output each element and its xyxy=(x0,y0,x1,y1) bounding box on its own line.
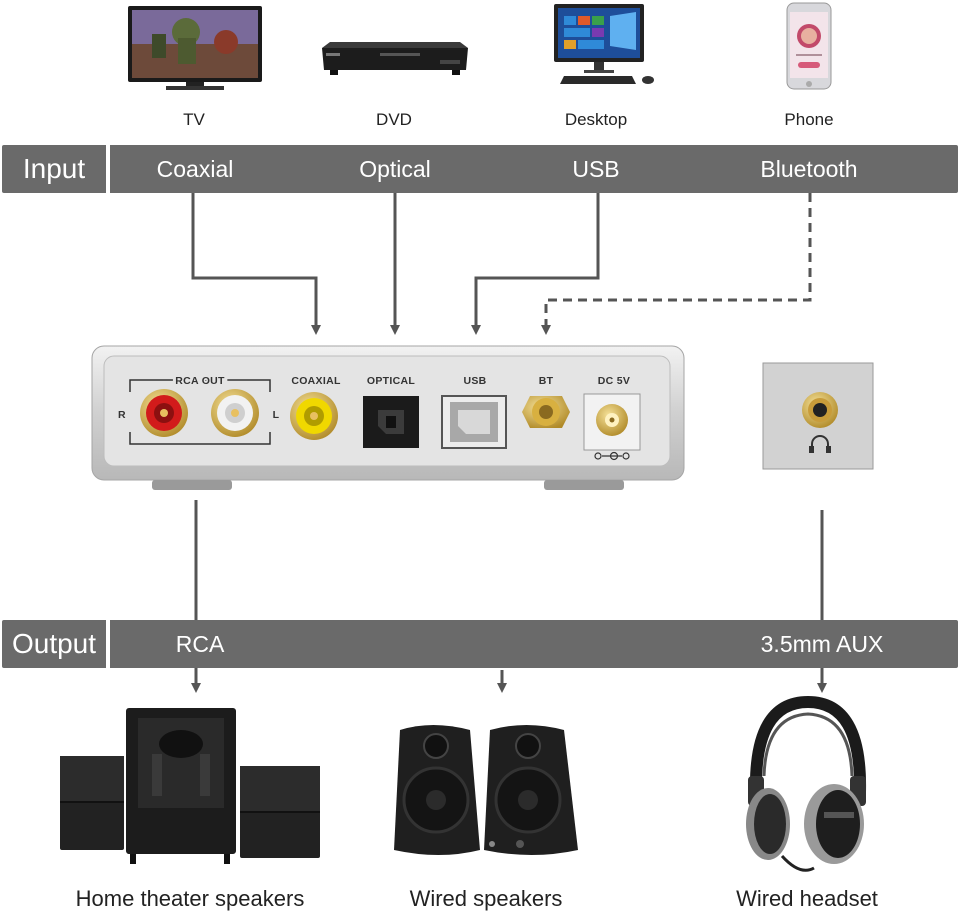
optical-port-label: OPTICAL xyxy=(367,375,415,387)
input-bar-title: Input xyxy=(22,153,86,184)
dc-power-jack xyxy=(583,393,641,461)
input-item-optical: Optical xyxy=(359,155,431,182)
input-item-usb: USB xyxy=(572,155,620,182)
desktop-computer-icon xyxy=(554,4,654,84)
destination-label-wired-speakers: Wired speakers xyxy=(409,886,563,911)
source-label-tv: TV xyxy=(183,110,205,129)
dvd-player-icon xyxy=(322,42,468,75)
output-bar: Output RCA 3.5mm AUX xyxy=(2,620,958,668)
rca-left-jack xyxy=(211,389,259,437)
source-label-phone: Phone xyxy=(784,110,834,129)
headphone-jack-icon xyxy=(809,435,831,453)
source-label-desktop: Desktop xyxy=(564,110,628,129)
headphones-icon xyxy=(746,696,867,872)
usb-b-jack xyxy=(441,395,507,449)
home-theater-speakers-icon xyxy=(60,708,320,864)
source-label-dvd: DVD xyxy=(376,110,412,129)
rca-left-label: L xyxy=(273,409,280,421)
output-bar-divider xyxy=(106,620,110,668)
wired-speakers-icon xyxy=(394,725,578,855)
coaxial-jack xyxy=(290,392,338,440)
usb-connector-line xyxy=(471,193,600,335)
rca-right-jack xyxy=(140,389,188,437)
input-bar: Input Coaxial Optical USB Bluetooth xyxy=(2,145,958,193)
dc-port-label: DC 5V xyxy=(598,375,630,387)
output-bar-title: Output xyxy=(11,628,97,659)
input-item-coaxial: Coaxial xyxy=(156,155,234,182)
bt-antenna-jack xyxy=(522,396,570,428)
output-item-rca: RCA xyxy=(175,630,225,657)
input-item-bluetooth: Bluetooth xyxy=(760,155,858,182)
tv-icon xyxy=(128,6,262,90)
coaxial-connector-line xyxy=(191,193,321,335)
bluetooth-connector-line xyxy=(541,193,812,335)
optical-jack xyxy=(363,396,419,448)
smartphone-icon xyxy=(786,2,832,90)
bt-port-label: BT xyxy=(539,375,554,387)
destination-label-wired-headset: Wired headset xyxy=(736,886,878,911)
input-bar-divider xyxy=(106,145,110,193)
coaxial-port-label: COAXIAL xyxy=(291,375,341,387)
dac-device-rear-panel: RCA OUT R L COAXIAL OPTICAL USB BT xyxy=(91,345,685,490)
destination-label-home-theater: Home theater speakers xyxy=(75,886,305,911)
rca-right-label: R xyxy=(118,409,126,421)
usb-port-label: USB xyxy=(463,375,486,387)
aux-jack xyxy=(802,392,838,428)
output-item-aux: 3.5mm AUX xyxy=(760,630,884,657)
rca-out-label: RCA OUT xyxy=(175,375,225,387)
headphone-jack-panel xyxy=(762,362,874,470)
